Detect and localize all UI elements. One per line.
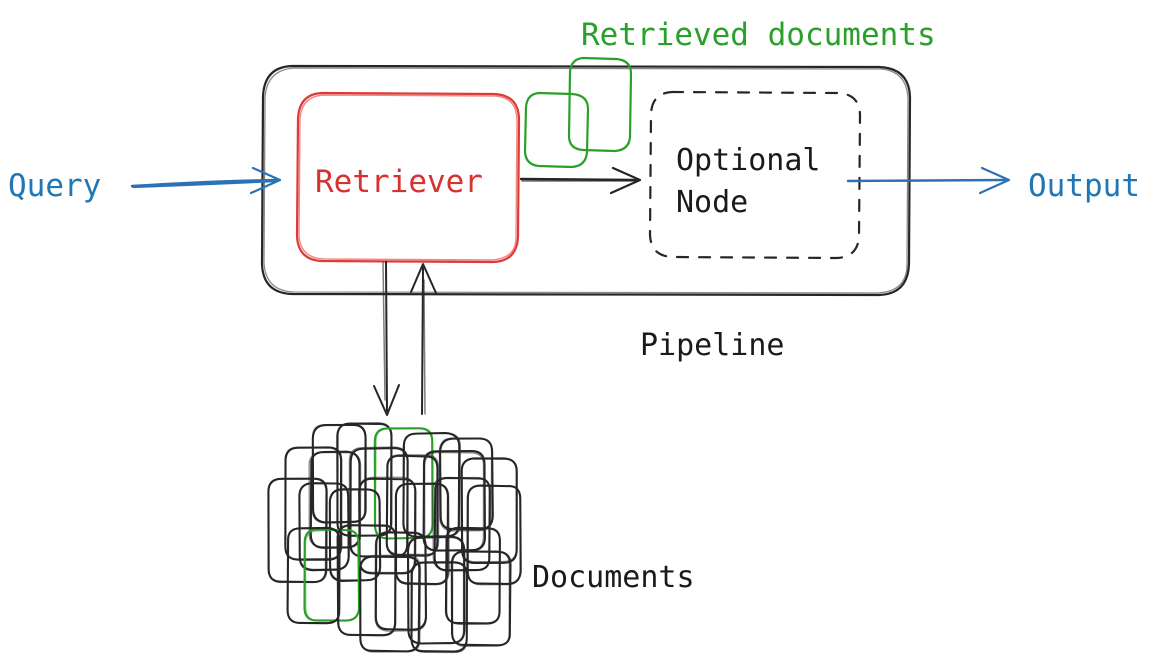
query-label: Query (8, 168, 101, 204)
document-rect (394, 482, 450, 586)
document-rect (460, 457, 518, 564)
edge-retriever-to-optional (519, 166, 642, 195)
retriever-box[interactable] (295, 91, 521, 264)
edge-optional-to-output (846, 166, 1011, 195)
retrieved-documents-label: Retrieved documents (581, 17, 936, 53)
edge-retriever-to-documents (373, 261, 400, 416)
optional-node-label-line1: Optional (676, 143, 821, 178)
document-rect (444, 526, 501, 626)
document-rect (328, 488, 382, 582)
output-label: Output (1028, 168, 1140, 204)
document-rect (406, 535, 466, 645)
edge-query-to-retriever (130, 166, 282, 195)
optional-node-label-line2: Node (676, 185, 748, 220)
retrieved-documents-stack[interactable] (523, 56, 633, 169)
document-rect (303, 528, 361, 622)
document-rect (308, 450, 362, 549)
documents-label: Documents (532, 560, 695, 595)
document-rect (336, 524, 397, 637)
retriever-label: Retriever (315, 164, 483, 200)
optional-node-box[interactable] (648, 90, 862, 260)
pipeline-label: Pipeline (640, 328, 785, 363)
document-rect (410, 561, 468, 654)
document-rect (438, 437, 494, 532)
document-rect (311, 423, 367, 524)
document-rect (466, 484, 522, 586)
document-rect (450, 550, 512, 648)
edge-documents-to-retriever (410, 263, 437, 415)
pipeline-container[interactable] (260, 64, 912, 297)
document-rect (432, 476, 491, 572)
document-rect (267, 477, 328, 584)
documents-pile[interactable] (267, 422, 522, 654)
